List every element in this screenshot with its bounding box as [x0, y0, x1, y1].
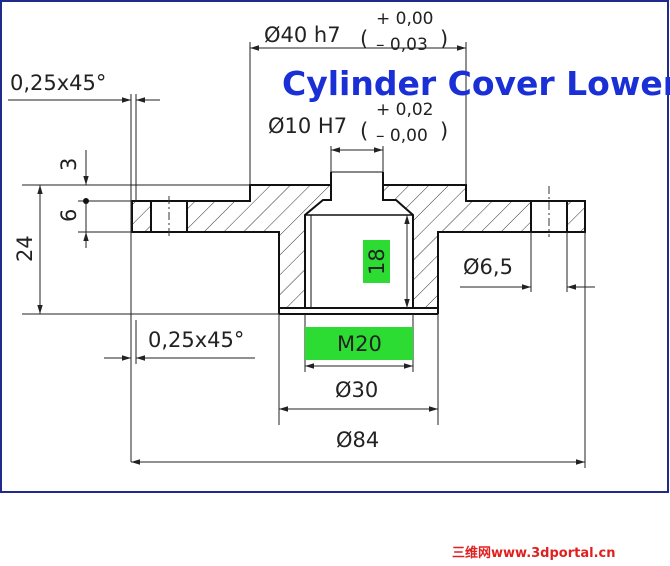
dim-thread: M20 — [337, 332, 382, 356]
dim-24: 24 — [13, 235, 37, 262]
dim-d84: Ø84 — [336, 428, 379, 452]
watermark: 三维网www.3dportal.cn — [452, 545, 615, 561]
dim-d40-bracket-close: ) — [440, 27, 448, 51]
dim-chamfer-bottom: 0,25x45° — [148, 328, 244, 352]
drawing-frame — [0, 0, 669, 493]
dim-d10-label: Ø10 H7 — [268, 114, 347, 138]
section-body — [131, 171, 586, 315]
drawing-title: Cylinder Cover Lower — [282, 64, 670, 103]
dim-18: 18 — [365, 248, 389, 275]
mounting-hole-right — [530, 186, 568, 237]
dim-d40-tol-lower: – 0,03 — [376, 35, 428, 55]
dim-d40-label: Ø40 h7 — [264, 23, 341, 47]
dim-d30: Ø30 — [335, 378, 378, 402]
mounting-hole-left — [150, 196, 188, 237]
dim-d10-tol-lower: – 0,00 — [376, 126, 428, 146]
thread-highlight — [305, 327, 413, 360]
dim-d10-bracket-close: ) — [440, 119, 448, 143]
dimension-dot — [83, 198, 89, 204]
depth-highlight — [363, 240, 390, 283]
dim-d6-5: Ø6,5 — [463, 255, 513, 279]
dim-d10-bracket: ( — [360, 119, 368, 143]
dim-3: 3 — [57, 158, 81, 171]
dim-d10-tol-upper: + 0,02 — [376, 100, 434, 120]
dimension-lines — [8, 42, 595, 468]
dim-d40-tol-upper: + 0,00 — [376, 9, 434, 29]
dim-6: 6 — [57, 209, 81, 222]
dim-chamfer-top: 0,25x45° — [10, 71, 106, 95]
dim-d40-bracket: ( — [360, 27, 368, 51]
